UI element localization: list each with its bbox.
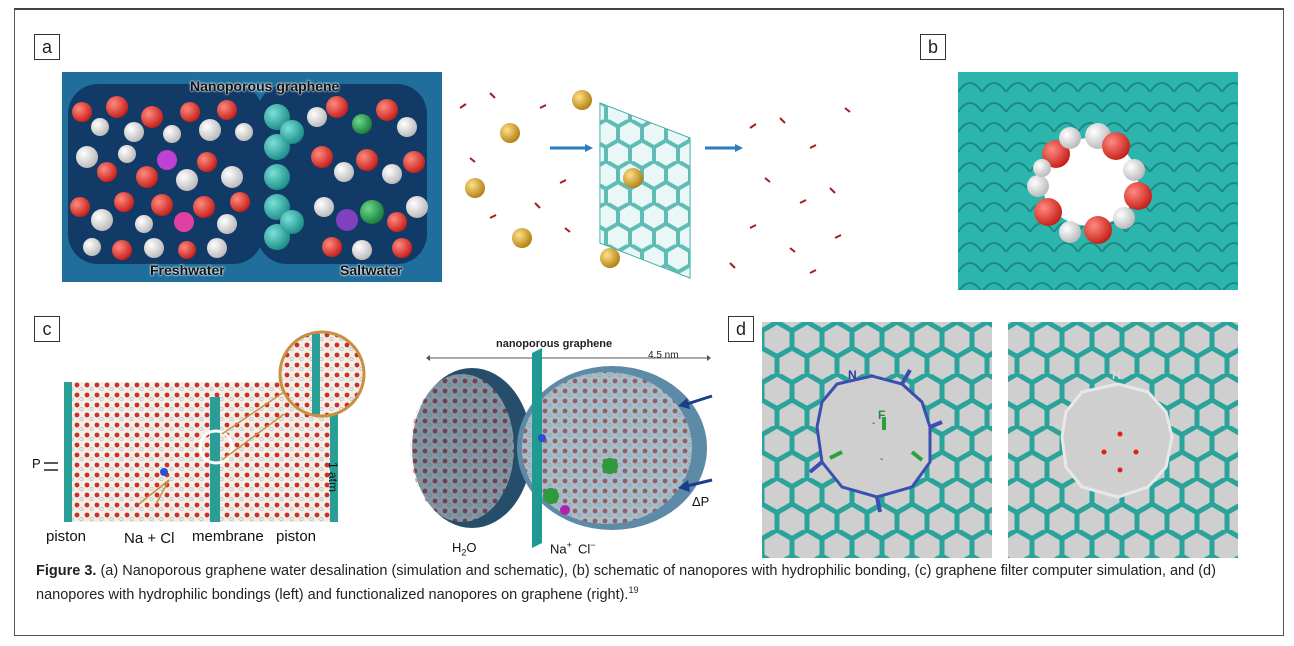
delta-p-label: ΔP xyxy=(692,494,710,509)
na-label: Na+ xyxy=(550,540,572,557)
functionalized-nanopores: - - xyxy=(762,322,1238,558)
saltwater-label: Saltwater xyxy=(340,262,403,278)
cl-label: Cl− xyxy=(578,540,596,557)
figure-frame xyxy=(14,8,1284,636)
nitrogen-label: N xyxy=(848,368,857,382)
desalination-simulation xyxy=(62,72,442,282)
desalination-schematic xyxy=(459,90,851,279)
figure-label: Figure 3. xyxy=(36,563,97,579)
svg-text:-: - xyxy=(872,418,875,429)
filter-simulation-3d xyxy=(410,348,713,548)
piston-right-label: piston xyxy=(276,528,317,545)
panel-label-b: b xyxy=(920,34,946,60)
panel-label-c: c xyxy=(34,316,60,342)
svg-text:-: - xyxy=(880,454,883,465)
nanoporous-graphene-label-c: nanoporous graphene xyxy=(496,338,613,350)
panel-label-a: a xyxy=(34,34,60,60)
h2o-label: H2O xyxy=(452,540,477,558)
nanoporous-graphene-label: Nanoporous graphene xyxy=(190,78,340,94)
nanopore-hydrophilic-bonding xyxy=(958,72,1238,290)
membrane-label: membrane xyxy=(192,528,264,545)
na-cl-label: Na + Cl xyxy=(124,530,175,547)
caption-ref: 19 xyxy=(628,585,639,595)
freshwater-label: Freshwater xyxy=(150,262,225,278)
panel-label-d: d xyxy=(728,316,754,342)
caption-text: (a) Nanoporous graphene water desalinati… xyxy=(36,563,1216,603)
hydrogen-label: H xyxy=(1112,368,1121,382)
fluorine-label: F xyxy=(878,408,886,422)
one-atm-label: 1 atm xyxy=(326,462,340,493)
piston-left-label: piston xyxy=(46,528,87,545)
figure-caption: Figure 3. (a) Nanoporous graphene water … xyxy=(36,562,1276,605)
pressure-label: P xyxy=(32,456,41,471)
filter-simulation-piston xyxy=(44,330,366,522)
length-label: 4.5 nm xyxy=(648,350,679,361)
